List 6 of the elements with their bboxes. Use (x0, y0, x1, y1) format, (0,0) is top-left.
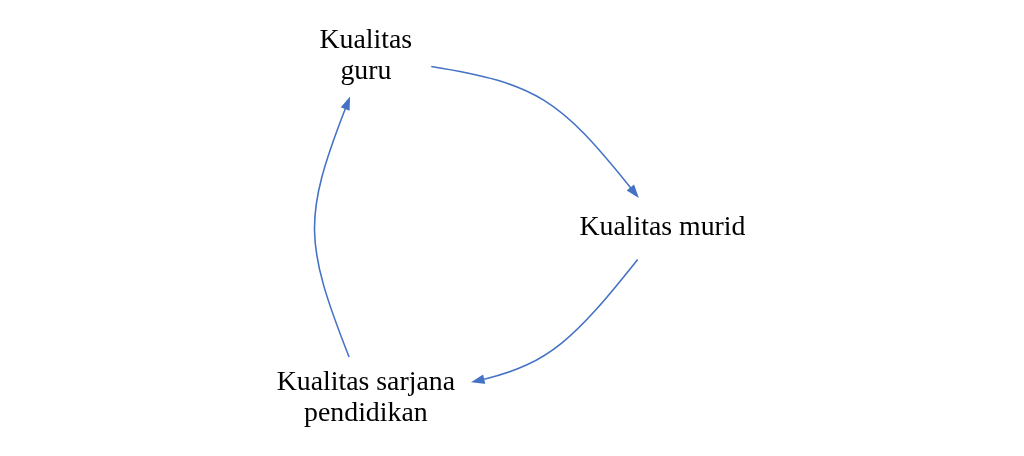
arrow (430, 65, 639, 199)
node-text: Kualitas sarjana pendidikan (276, 365, 456, 428)
arrow (313, 96, 351, 358)
node-text: Kualitas guru (319, 22, 413, 86)
arrow (471, 258, 639, 384)
node-text: Kualitas murid (579, 209, 746, 241)
